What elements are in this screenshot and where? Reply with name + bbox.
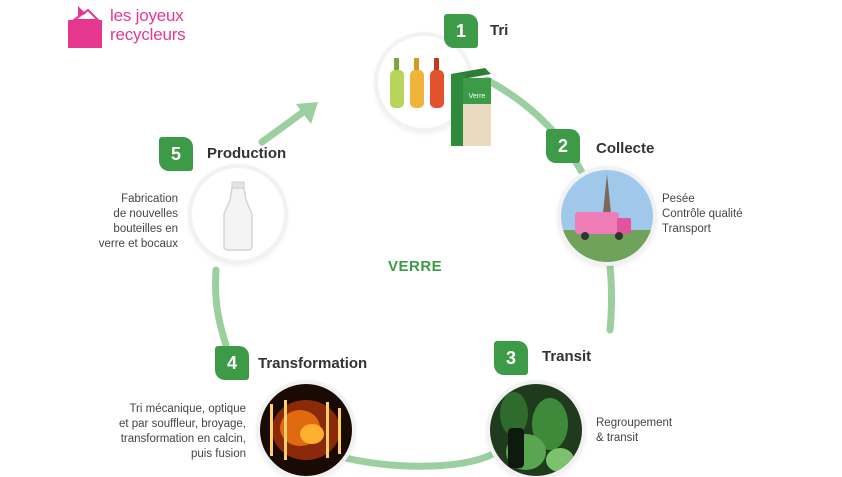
center-label: VERRE — [388, 258, 443, 275]
step-5-title: Production — [207, 145, 287, 162]
node-transit — [490, 384, 582, 476]
logo-line-1: les joyeux — [110, 6, 184, 25]
ring-arrow-shaft — [258, 106, 310, 146]
description-line: verre et bocaux — [98, 238, 178, 250]
description-line: bouteilles en — [113, 223, 178, 235]
step-1-badge: 1 — [444, 14, 478, 48]
step-2-badge: 2 — [546, 129, 580, 163]
step-2-description: Pesée Contrôle qualité Transport — [662, 192, 743, 237]
step-1-title: Tri — [490, 22, 509, 39]
step-3-description: Regroupement & transit — [596, 416, 672, 446]
ring-arc — [341, 446, 504, 470]
logo: les joyeux recycleurs — [68, 6, 186, 48]
bottle-pile-icon — [490, 384, 582, 476]
step-4-description: Tri mécanique, optique et par souffleur,… — [100, 402, 246, 462]
ring-arc — [212, 266, 230, 349]
bin-label: Verre — [469, 93, 486, 100]
description-line: puis fusion — [191, 448, 246, 460]
step-3-badge: 3 — [494, 341, 528, 375]
description-line: et par souffleur, broyage, — [118, 418, 246, 430]
description-line: Transport — [662, 223, 711, 235]
step-4-badge: 4 — [215, 346, 249, 380]
furnace-icon — [260, 384, 352, 476]
node-transformation — [260, 384, 352, 476]
logo-mark-icon — [68, 6, 102, 48]
description-line: Regroupement — [596, 417, 673, 429]
logo-line-2: recycleurs — [110, 25, 186, 44]
description-line: de nouvelles — [113, 208, 178, 220]
description-line: & transit — [596, 432, 639, 444]
step-5-description: Fabrication de nouvelles bouteilles en v… — [90, 192, 178, 252]
bottles-icon — [390, 58, 444, 108]
description-line: Contrôle qualité — [662, 208, 743, 220]
node-production — [192, 168, 284, 260]
description-line: transformation en calcin, — [120, 433, 246, 445]
milk-bottle-icon — [223, 181, 253, 251]
node-collecte — [561, 170, 653, 262]
description-line: Pesée — [662, 193, 695, 205]
description-line: Fabrication — [121, 193, 178, 205]
step-2-title: Collecte — [596, 140, 655, 157]
eiffel-truck-icon — [561, 170, 653, 262]
description-line: Tri mécanique, optique — [129, 403, 246, 415]
glass-bin-icon: Verre — [447, 66, 493, 148]
ring-arrow-head — [296, 102, 318, 124]
step-4-title: Transformation — [258, 355, 368, 372]
logo-text: les joyeux recycleurs — [110, 6, 186, 44]
step-3-title: Transit — [542, 348, 592, 365]
step-5-badge: 5 — [159, 137, 193, 171]
